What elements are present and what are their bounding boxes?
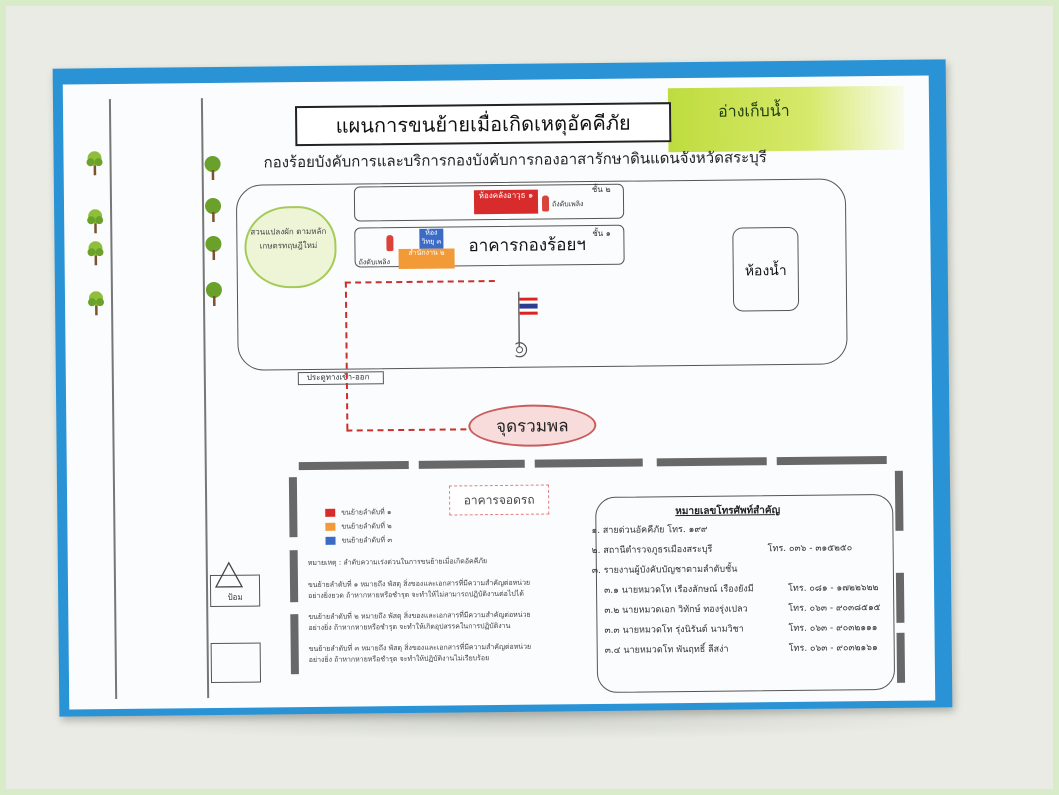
storage-room: ห้องคลังอาวุธ ๑ [473,189,539,215]
road-lane [534,458,643,468]
note-line: อย่างยิ่ง ถ้าหากหายหรือชำรุด จะทำให้ปฏิบ… [308,654,490,665]
legend-swatch-orange [325,522,336,531]
legend-label: ขนย้ายลำดับที่ ๑ [341,508,392,517]
tree-icon [205,197,222,222]
evacuation-map-poster: อ่างเก็บน้ำ แผนการขนย้ายเมื่อเกิดเหตุอัค… [62,75,936,710]
phone-number: โทร. ๐๖๓ - ๙๐๓๒๑๑๑ [788,623,878,634]
gate-label: ประตูทางเข้า-ออก [297,371,384,386]
road-lane [418,459,525,469]
tree-icon [86,151,103,176]
phone-line: ๒. สถานีตำรวจภูธรเมืองสระบุรี [591,544,713,557]
assembly-point: จุดรวมพล [468,403,597,448]
phone-line: ๓.๓ นายหมวดโท รุ่งนิรันต์ นามวิชา [604,624,744,636]
guard-post-label: ป้อม [227,592,243,602]
road-lane [290,614,299,675]
road-lane [895,572,905,623]
route-segment [346,428,467,432]
extinguisher-label: ถังดับเพลิง [551,200,584,209]
phone-line: ๓.๒ นายหมวดเอก วิทักษ์ ทองรุ่งเปลว [604,604,748,616]
note-line: อย่างยิ่ง ถ้าหากหายหรือชำรุด จะทำให้เกิด… [308,621,511,633]
lower-structure [210,642,262,684]
road-lane [776,455,887,466]
phone-title: หมายเลขโทรศัพท์สำคัญ [675,505,781,518]
legend-swatch-blue [325,536,336,545]
phone-line: ๓.๔ นายหมวดโท พันฤทธิ์ ลีสง่า [604,644,729,656]
fire-extinguisher-icon [386,235,394,252]
tree-icon [205,235,222,260]
toilet-label: ห้องน้ำ [744,262,787,280]
tree-icon [205,281,222,306]
reservoir-label: อ่างเก็บน้ำ [717,100,790,121]
office-room: สำนักงาน ๒ [398,248,455,270]
road-line-left [108,99,117,700]
phone-line: ๓. รายงานผู้บังคับบัญชาตามลำดับชั้น [591,564,738,577]
extinguisher-label: ถังดับเพลิง [358,258,391,267]
legend-label: ขนย้ายลำดับที่ ๓ [341,536,393,545]
main-building-label: อาคารกองร้อยฯ [468,235,587,257]
tree-icon [87,209,104,234]
fire-extinguisher-icon [541,195,550,212]
remark-text: หมายเหตุ : ลำดับความเร่งด่วนในการขนย้ายเ… [307,557,488,568]
legend-swatch-red [325,508,336,517]
phone-number: โทร. ๐๖๓ - ๙๐๓๘๕๑๕ [788,603,881,614]
road-lane [289,550,299,603]
note-line: อย่างยิ่งยวด ถ้าหากหายหรือชำรุด จะทำให้ไ… [308,589,524,601]
tree-icon [204,155,221,180]
phone-number: โทร. ๐๖๓ - ๙๐๓๒๑๖๑ [788,643,878,654]
road-lane [896,632,906,683]
road-lane [288,477,298,538]
phone-number: โทร. ๐๓๖ - ๓๑๕๒๕๐ [767,543,853,555]
road-lane [894,470,904,531]
parking-label: อาคารจอดรถ [448,484,550,516]
phone-line: ๓.๑ นายหมวดโท เรืองลักษณ์ เรืองยังมี [604,584,754,596]
legend-label: ขนย้ายลำดับที่ ๒ [341,522,392,531]
poster-subtitle: กองร้อยบังคับการและบริการกองบังคับการกอง… [263,148,767,172]
triangle-sign-icon [214,561,244,588]
floor-1-label: ชั้น ๑ [592,228,611,239]
road-lane [656,457,767,467]
flag-icon [514,291,538,358]
floor-2-label: ชั้น ๒ [591,184,611,195]
garden-label: สวนแปลงผัก ตามหลัก เกษตรทฤษฎีใหม่ [250,226,327,251]
road-lane [298,460,409,471]
radio-room: ห้องวิทยุ ๓ [419,228,444,249]
road-line-right [200,98,209,699]
tree-icon [87,241,104,266]
poster-title: แผนการขนย้ายเมื่อเกิดเหตุอัคคีภัย [294,102,672,147]
tree-icon [88,291,105,316]
phone-line: ๑. สายด่วนอัคคีภัย โทร. ๑๙๙ [591,524,708,537]
phone-number: โทร. ๐๘๑ - ๑๗๒๒๖๒๒ [788,583,879,594]
